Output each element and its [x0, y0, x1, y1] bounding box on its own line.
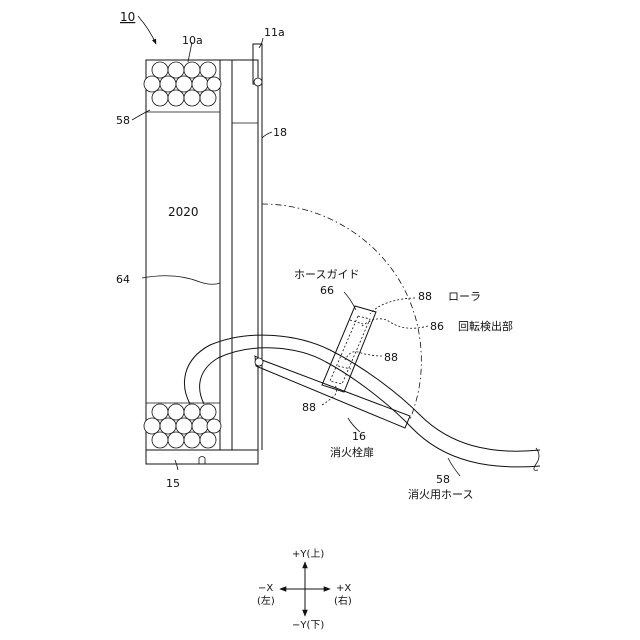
hydrant-door — [255, 356, 410, 428]
label-88-roller: 88 — [418, 290, 432, 303]
label-16: 16 — [352, 430, 366, 443]
label-hydrant-door: 消火栓扉 — [330, 445, 374, 459]
axis-plus-x: +X — [336, 583, 351, 594]
axis-plus-x-sub: (右) — [334, 594, 352, 607]
label-roller: ローラ — [448, 290, 481, 303]
label-10a: 10a — [182, 34, 203, 47]
label-58-hose: 58 — [436, 473, 450, 486]
axis-minus-x-sub: (左) — [257, 594, 275, 607]
label-fire-hose: 消火用ホース — [408, 487, 473, 501]
label-88-mid: 88 — [384, 351, 398, 364]
label-11a: 11a — [264, 26, 285, 39]
door-frame — [253, 44, 262, 450]
axis-minus-x: −X — [258, 583, 273, 594]
label-58-top: 58 — [116, 114, 130, 127]
label-18: 18 — [273, 126, 287, 139]
hose-roll-bottom — [144, 404, 221, 448]
axis-plus-y: +Y(上) — [292, 548, 324, 560]
door-swing-arc — [262, 204, 421, 420]
label-88-low: 88 — [302, 401, 316, 414]
cabinet — [146, 60, 258, 450]
hose-roll-top — [144, 62, 221, 106]
label-10: 10 — [120, 10, 135, 24]
label-hose-guide: ホースガイド — [294, 268, 359, 281]
label-86: 86 — [430, 320, 444, 333]
label-15: 15 — [166, 477, 180, 490]
cabinet-base — [146, 450, 258, 464]
label-rotation-detector: 回転検出部 — [458, 319, 513, 333]
hose-guide — [322, 306, 376, 392]
label-2020: 2020 — [168, 205, 199, 219]
label-66: 66 — [320, 284, 334, 297]
axis-minus-y: −Y(下) — [292, 620, 324, 631]
label-64: 64 — [116, 273, 130, 286]
coordinate-axes — [280, 562, 330, 616]
